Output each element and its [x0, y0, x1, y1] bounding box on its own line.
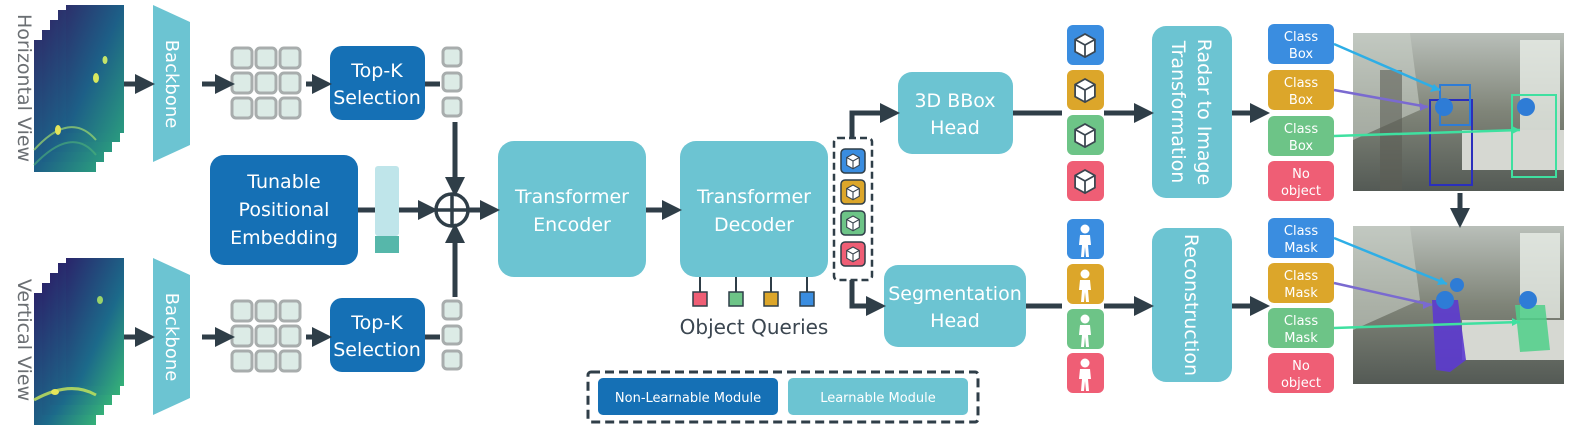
topk-top-line1: Top-K	[350, 60, 403, 82]
query-yellow	[763, 291, 779, 307]
segmentation-head: Segmentation Head	[884, 265, 1026, 347]
mask-output-3-line2: Mask	[1284, 331, 1318, 346]
radar-to-image-transformation: Radar to Image Transformation	[1152, 26, 1232, 198]
selected-tokens-top	[441, 46, 463, 118]
topk-selection-bottom: Top-K Selection	[330, 298, 425, 372]
mask-output-2-line2: Mask	[1284, 286, 1318, 301]
horizontal-radar-stack	[33, 5, 124, 172]
mask-output-3-line1: Class	[1284, 314, 1318, 329]
topk-bottom-line2: Selection	[333, 339, 421, 361]
decoder-line2: Decoder	[714, 214, 794, 236]
pointer-lines	[1333, 42, 1521, 330]
object-queries-label: Object Queries	[680, 315, 829, 339]
selected-tokens-bottom	[441, 299, 463, 371]
vertical-view-label: Vertical View	[13, 279, 35, 401]
box-output-1-line2: Box	[1289, 47, 1313, 62]
seg-head-line2: Head	[930, 310, 980, 332]
bbox-head-line2: Head	[930, 117, 980, 139]
box-output-1-line1: Class	[1284, 30, 1318, 45]
bbox-head: 3D BBox Head	[898, 72, 1013, 154]
decoder-output-tokens	[832, 136, 874, 282]
box-output-3-line2: Box	[1289, 139, 1313, 154]
connection-arrows	[124, 74, 1470, 347]
token-grid-bottom	[230, 299, 302, 373]
reconstruction: Reconstruction	[1152, 228, 1232, 382]
box-output-4-line2: object	[1281, 184, 1321, 199]
backbone-top: Backbone	[153, 5, 190, 162]
box-outputs: Class Box Class Box Class Box No object	[1268, 24, 1334, 201]
bbox-result-photo	[1353, 33, 1564, 191]
legend-learnable-swatch	[788, 378, 968, 415]
embedding-bar	[375, 166, 399, 253]
transformer-encoder: Transformer Encoder	[498, 141, 646, 277]
predicted-masks	[1067, 219, 1104, 393]
mask-result-photo	[1353, 226, 1564, 384]
box-output-2-line2: Box	[1289, 93, 1313, 108]
box-output-4-line1: No	[1292, 167, 1310, 182]
seg-head-line1: Segmentation	[888, 283, 1022, 305]
transformer-decoder: Transformer Decoder	[680, 141, 828, 277]
reconstruction-label: Reconstruction	[1180, 234, 1202, 376]
radar-to-image-line1: Radar to Image	[1193, 39, 1215, 186]
token-grid-top	[230, 46, 302, 120]
predicted-boxes	[1067, 25, 1104, 201]
mask-output-4-line1: No	[1292, 359, 1310, 374]
topk-selection-top: Top-K Selection	[330, 46, 425, 120]
query-green	[728, 291, 744, 307]
query-blue	[799, 291, 815, 307]
pos-emb-line2: Positional	[239, 199, 330, 221]
topk-bottom-line1: Top-K	[350, 312, 403, 334]
mask-output-2-line1: Class	[1284, 269, 1318, 284]
pos-emb-line3: Embedding	[230, 227, 338, 249]
object-queries: Object Queries	[680, 277, 829, 339]
box-output-2-line1: Class	[1284, 76, 1318, 91]
vertical-radar-stack	[33, 258, 124, 425]
horizontal-view-label: Horizontal View	[13, 14, 35, 162]
mask-output-4-line2: object	[1281, 376, 1321, 391]
legend: Non-Learnable Module Learnable Module	[586, 370, 980, 424]
encoder-line1: Transformer	[514, 186, 629, 208]
backbone-top-label: Backbone	[161, 40, 182, 129]
decoder-line1: Transformer	[696, 186, 811, 208]
backbone-bottom-label: Backbone	[161, 293, 182, 382]
mask-outputs: Class Mask Class Mask Class Mask No obje…	[1268, 218, 1334, 393]
query-red	[692, 291, 708, 307]
positional-embedding: Tunable Positional Embedding	[210, 155, 358, 265]
mask-output-1-line1: Class	[1284, 224, 1318, 239]
bbox-head-line1: 3D BBox	[914, 90, 995, 112]
legend-non-learnable-swatch	[598, 378, 778, 415]
backbone-bottom: Backbone	[153, 258, 190, 415]
pos-emb-line1: Tunable	[246, 171, 320, 193]
box-output-3-line1: Class	[1284, 122, 1318, 137]
legend-non-learnable-label: Non-Learnable Module	[615, 391, 761, 406]
radar-to-image-line2: Transformation	[1167, 40, 1189, 184]
encoder-line2: Encoder	[533, 214, 611, 236]
topk-top-line2: Selection	[333, 87, 421, 109]
legend-learnable-label: Learnable Module	[820, 391, 936, 406]
sum-node	[434, 192, 470, 228]
mask-output-1-line2: Mask	[1284, 241, 1318, 256]
